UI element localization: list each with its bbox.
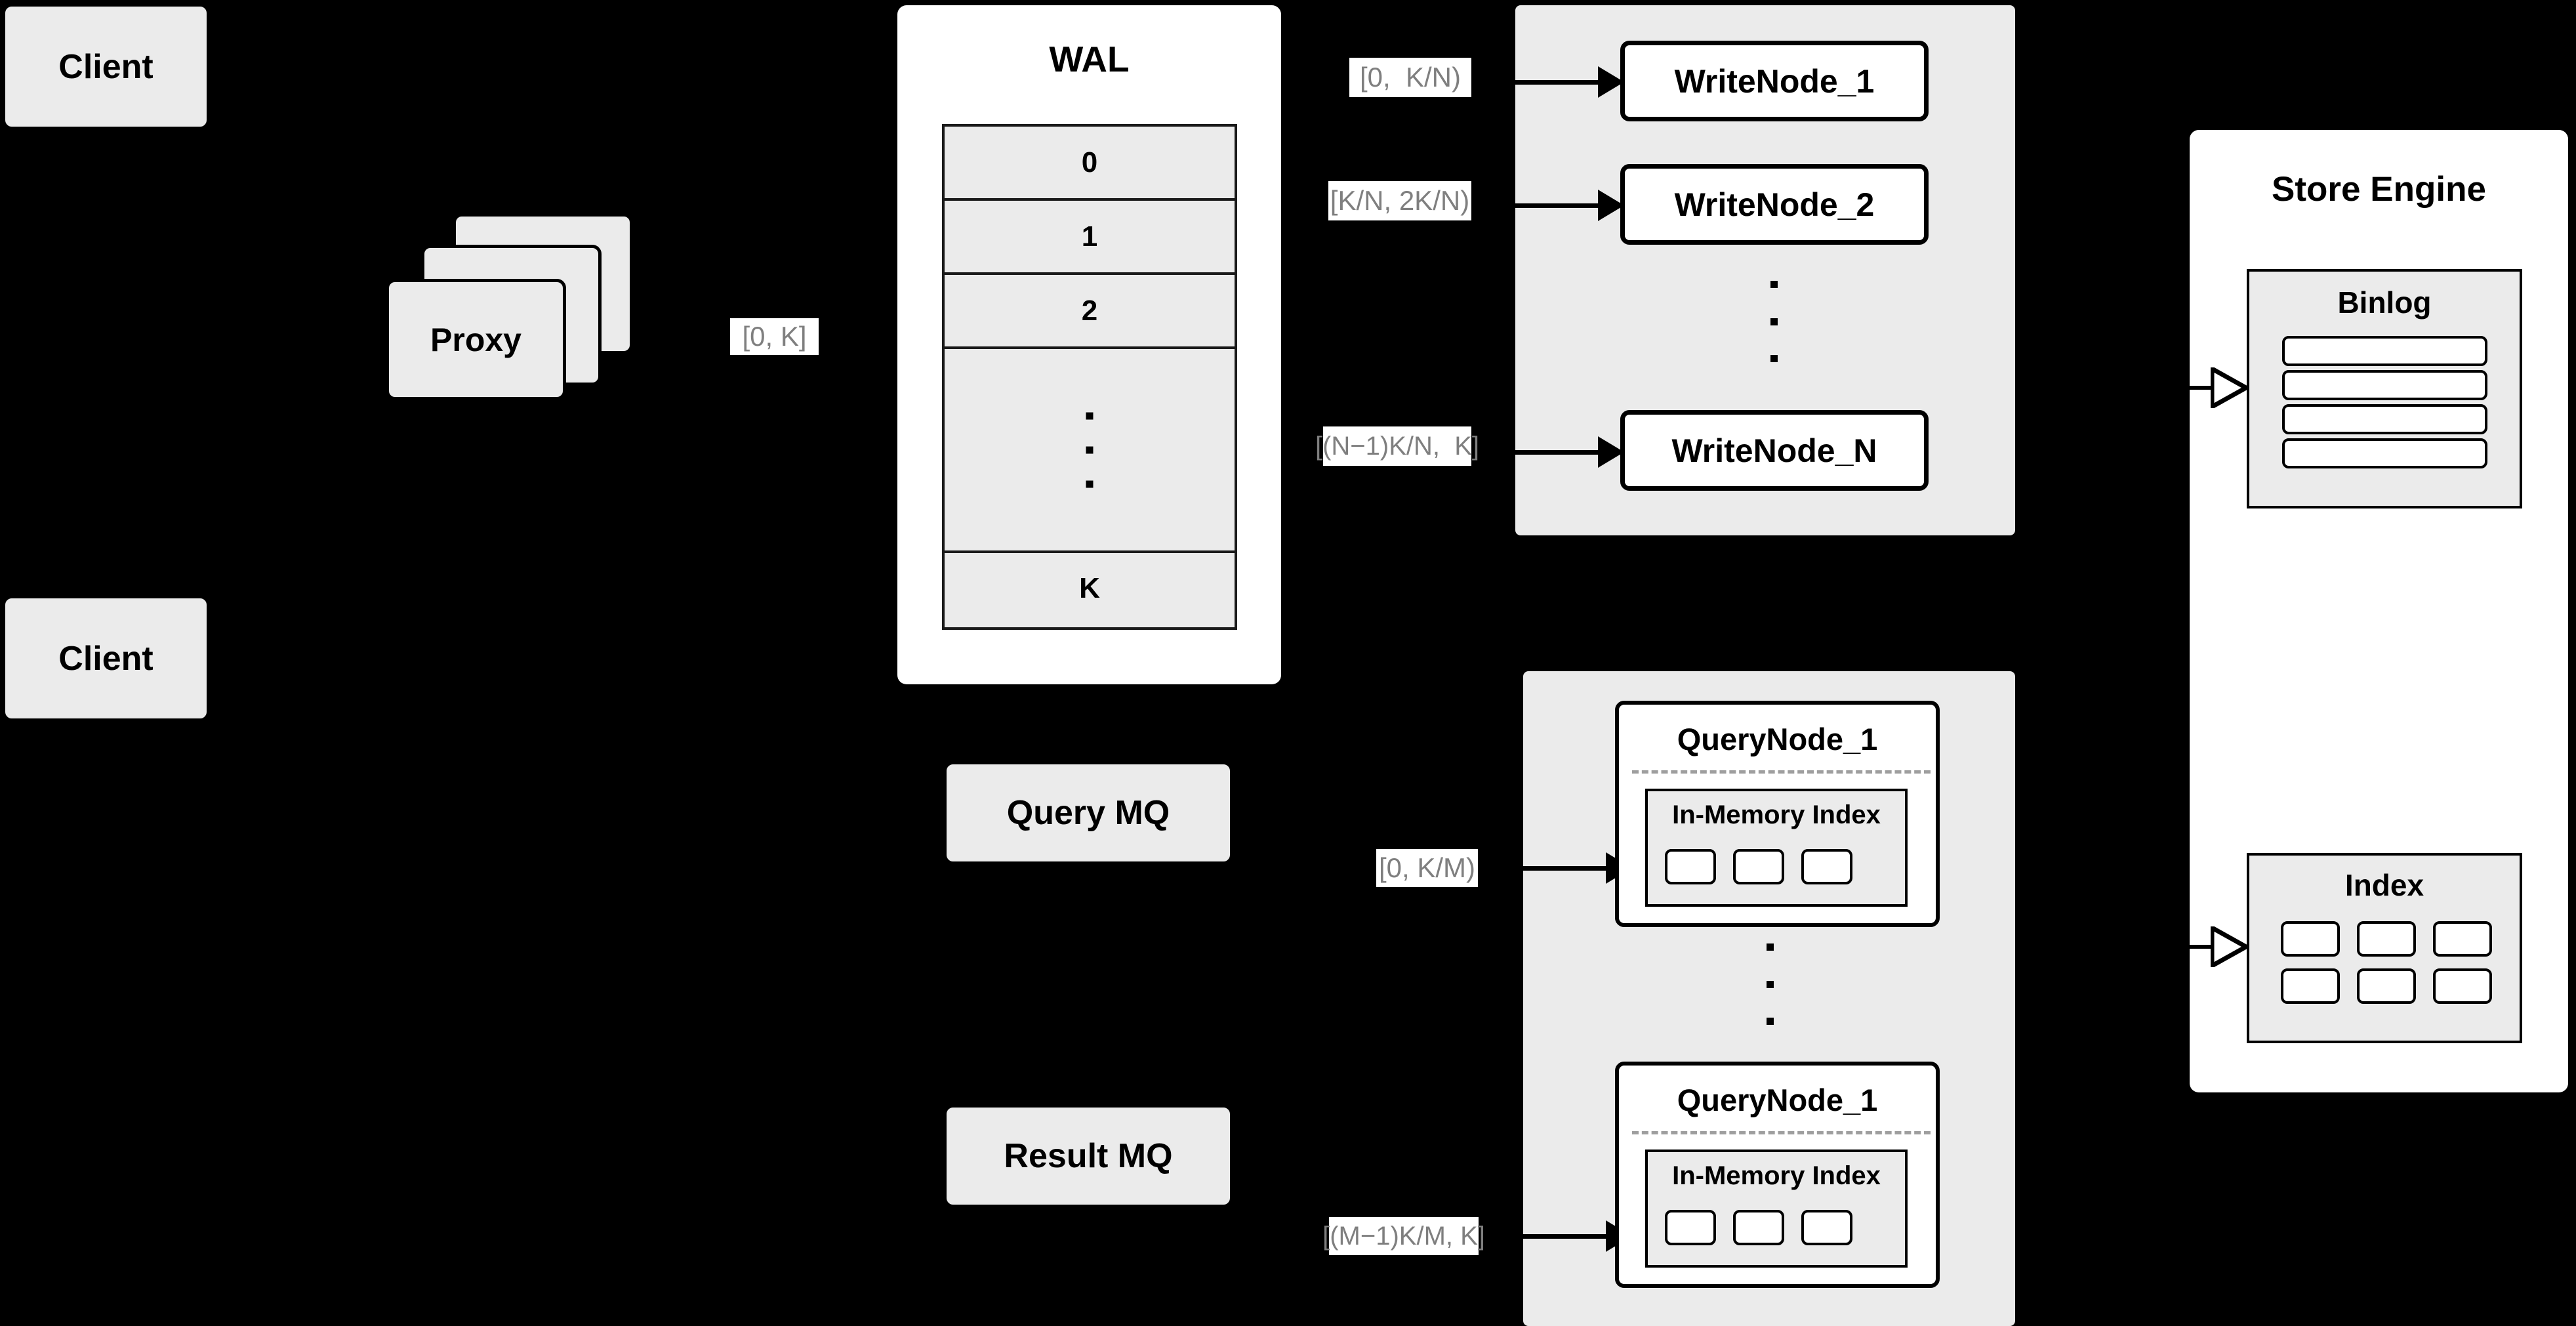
in-memory-index-cell[interactable] — [1665, 849, 1716, 884]
wal-title: WAL — [1049, 39, 1130, 79]
querynode-box-1[interactable]: QueryNode_1 In-Memory Index — [1615, 701, 1940, 927]
in-memory-index-cell[interactable] — [1801, 1210, 1852, 1245]
writenode-label-n: WriteNode_N — [1671, 432, 1877, 469]
index-cell[interactable] — [2433, 968, 2492, 1004]
write-cluster-ellipsis — [1770, 281, 1778, 362]
wal-row-0[interactable]: 0 — [945, 127, 1235, 201]
edge-label-querynode-1: [0, K/M) — [1376, 849, 1478, 887]
binlog-box[interactable]: Binlog — [2247, 269, 2522, 508]
querynode-divider-m — [1632, 1131, 1931, 1134]
query-mq-box[interactable]: Query MQ — [947, 764, 1230, 861]
wal-row-k[interactable]: K — [945, 553, 1235, 623]
in-memory-index-box-m[interactable]: In-Memory Index — [1645, 1150, 1908, 1268]
writenode-label-1: WriteNode_1 — [1674, 62, 1875, 100]
index-cell[interactable] — [2357, 921, 2416, 957]
store-engine-title: Store Engine — [2272, 170, 2486, 209]
in-memory-index-box-1[interactable]: In-Memory Index — [1645, 789, 1908, 907]
arrow-line-querynode-m — [1523, 1234, 1608, 1239]
in-memory-index-cell[interactable] — [1733, 1210, 1784, 1245]
client-label-1: Client — [58, 47, 153, 86]
edge-label-writenode-n: [(N−1)K/N, K] — [1315, 426, 1479, 466]
arrow-line-writenode-1 — [1515, 80, 1601, 85]
index-cell[interactable] — [2357, 968, 2416, 1004]
proxy-card-front[interactable]: Proxy — [386, 279, 566, 400]
wal-row-1[interactable]: 1 — [945, 201, 1235, 275]
index-cell[interactable] — [2281, 921, 2340, 957]
arrow-line-index — [2186, 945, 2213, 949]
writenode-box-2[interactable]: WriteNode_2 — [1620, 164, 1929, 245]
index-cell[interactable] — [2433, 921, 2492, 957]
arrow-head-writenode-n — [1598, 436, 1624, 468]
in-memory-index-cell[interactable] — [1733, 849, 1784, 884]
writenode-box-1[interactable]: WriteNode_1 — [1620, 41, 1929, 121]
binlog-segment[interactable] — [2282, 370, 2487, 400]
in-memory-index-label-1: In-Memory Index — [1672, 800, 1881, 829]
wal-row-2[interactable]: 2 — [945, 275, 1235, 349]
proxy-label: Proxy — [430, 321, 521, 358]
edge-label-writenode-1: [0, K/N) — [1349, 58, 1471, 97]
binlog-segment[interactable] — [2282, 404, 2487, 434]
in-memory-index-label-m: In-Memory Index — [1672, 1161, 1881, 1190]
edge-label-proxy-to-wal: [0, K] — [730, 318, 819, 355]
querynode-divider-1 — [1632, 770, 1931, 774]
index-box[interactable]: Index — [2247, 853, 2522, 1043]
arrow-line-writenode-n — [1515, 450, 1601, 455]
client-box-2[interactable]: Client — [5, 598, 207, 718]
query-mq-label: Query MQ — [1006, 794, 1170, 832]
binlog-segment[interactable] — [2282, 438, 2487, 468]
querynode-label-1: QueryNode_1 — [1677, 722, 1878, 756]
query-cluster-ellipsis — [1767, 943, 1774, 1025]
proxy-stack[interactable]: Proxy — [380, 213, 669, 430]
edge-label-querynode-m: [(M−1)K/M, K] — [1322, 1217, 1485, 1255]
wal-vertical-ellipsis — [1086, 412, 1094, 487]
writenode-box-n[interactable]: WriteNode_N — [1620, 410, 1929, 491]
index-cell[interactable] — [2281, 968, 2340, 1004]
arrow-line-writenode-2 — [1515, 203, 1601, 208]
client-box-1[interactable]: Client — [5, 7, 207, 127]
client-label-2: Client — [58, 639, 153, 678]
writenode-label-2: WriteNode_2 — [1674, 186, 1875, 223]
wal-table: 0 1 2 K — [942, 124, 1237, 630]
arrow-head-writenode-1 — [1598, 66, 1624, 98]
arrow-head-binlog-open — [2211, 367, 2249, 408]
binlog-segment[interactable] — [2282, 336, 2487, 366]
wal-row-ellipsis — [945, 349, 1235, 553]
result-mq-box[interactable]: Result MQ — [947, 1108, 1230, 1205]
edge-label-writenode-2: [K/N, 2K/N) — [1328, 181, 1471, 220]
arrow-line-binlog — [2186, 386, 2213, 390]
arrow-head-writenode-2 — [1598, 190, 1624, 221]
in-memory-index-cell[interactable] — [1665, 1210, 1716, 1245]
in-memory-index-cell[interactable] — [1801, 849, 1852, 884]
querynode-box-m[interactable]: QueryNode_1 In-Memory Index — [1615, 1062, 1940, 1288]
arrow-line-querynode-1 — [1523, 866, 1608, 871]
index-title: Index — [2344, 868, 2424, 902]
binlog-title: Binlog — [2337, 285, 2432, 320]
querynode-label-m: QueryNode_1 — [1677, 1083, 1878, 1117]
result-mq-label: Result MQ — [1004, 1137, 1173, 1175]
arrow-head-index-open — [2211, 926, 2249, 967]
